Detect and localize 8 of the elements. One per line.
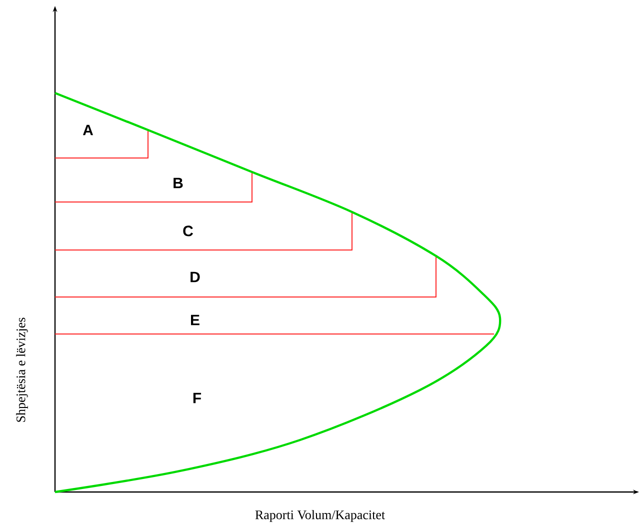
level-letter: E (191, 314, 200, 326)
axis-label: Shpejtësia e lëvizjes (16, 318, 28, 422)
level-letter: D (190, 272, 200, 282)
level-letter: F (193, 392, 202, 404)
level-letter: B (174, 178, 183, 188)
axis-label: Raporti Volum/Kapacitet (255, 510, 385, 522)
level-letter: C (183, 226, 193, 236)
level-letter: A (82, 124, 94, 136)
